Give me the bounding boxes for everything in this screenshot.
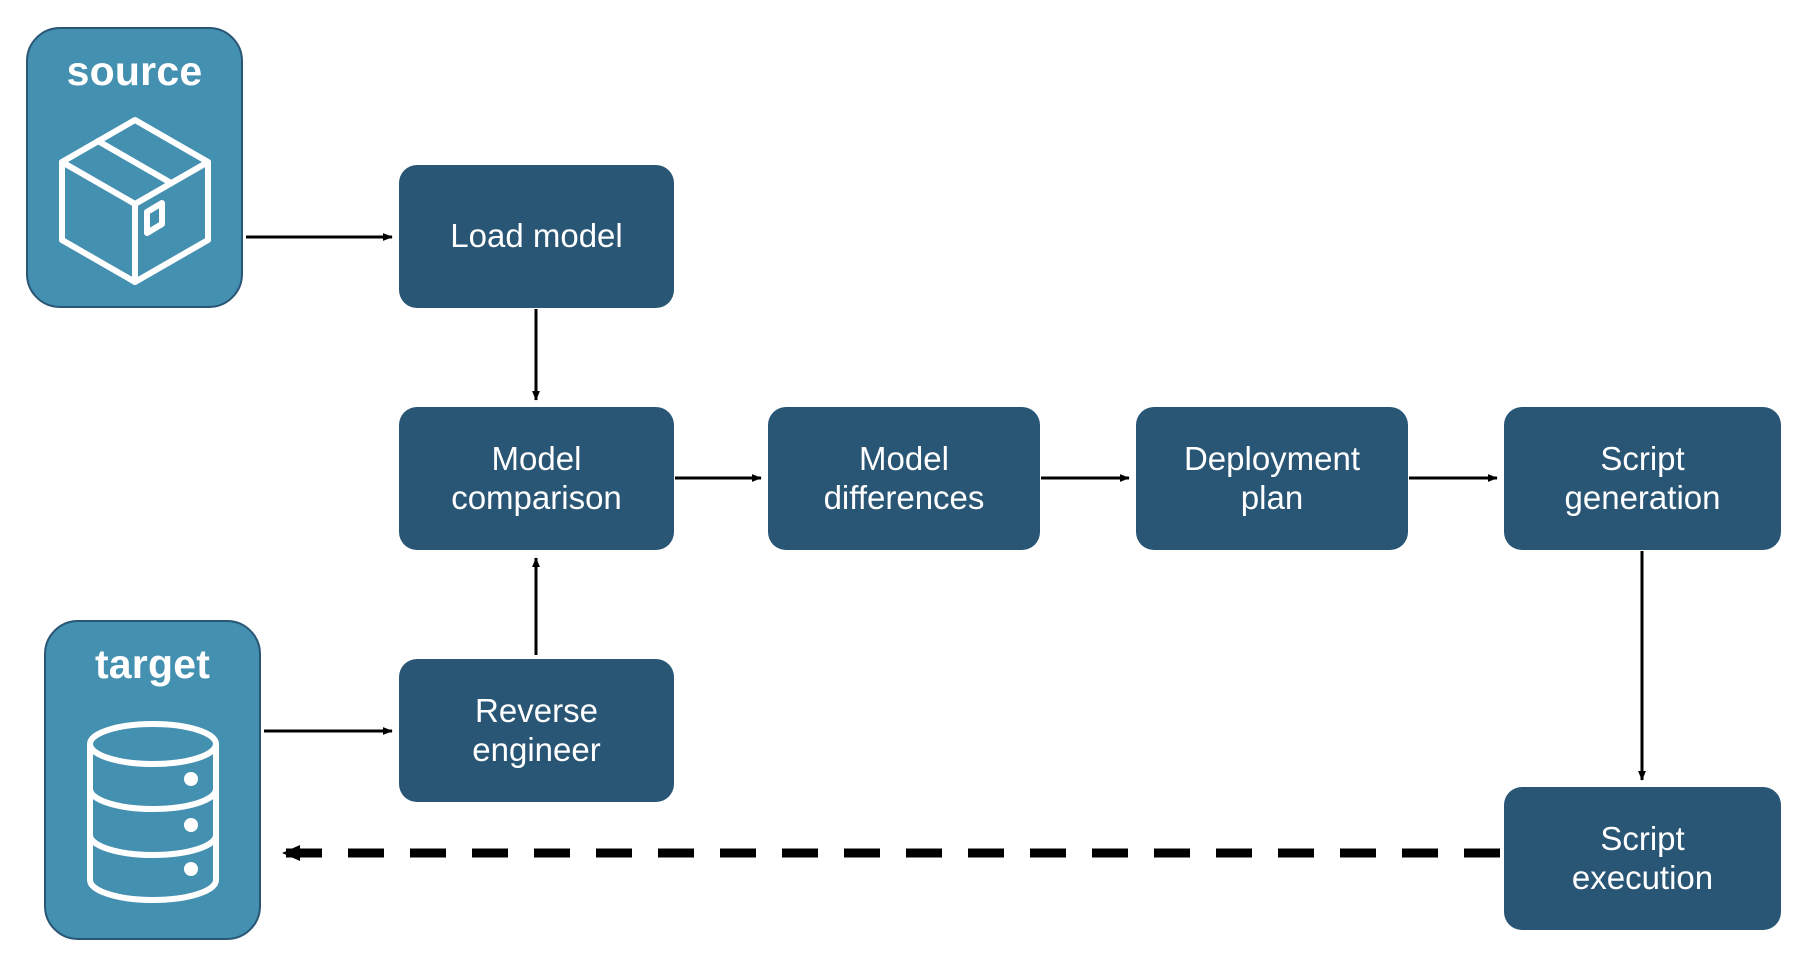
process-reverse-engineer[interactable]: Reverse engineer xyxy=(399,659,674,802)
package-box-icon xyxy=(28,92,241,306)
process-model-comparison[interactable]: Model comparison xyxy=(399,407,674,550)
process-script-generation[interactable]: Script generation xyxy=(1504,407,1781,550)
process-model-differences-line-2: differences xyxy=(823,478,985,516)
process-script-generation-line-1: Script xyxy=(1600,439,1685,477)
process-load-model-line-1: Load model xyxy=(450,217,623,255)
endpoint-source-label: source xyxy=(66,48,203,94)
process-reverse-engineer-line-1: Reverse xyxy=(475,691,598,729)
process-deployment-plan-line-2: plan xyxy=(1240,478,1304,516)
database-cylinder-icon xyxy=(46,685,259,938)
process-deployment-plan-line-1: Deployment xyxy=(1183,439,1361,477)
endpoint-source[interactable]: source xyxy=(26,27,243,308)
endpoint-target-label: target xyxy=(94,641,211,687)
process-reverse-engineer-line-2: engineer xyxy=(472,730,601,768)
process-model-differences-line-1: Model xyxy=(859,439,949,477)
process-deployment-plan[interactable]: Deployment plan xyxy=(1136,407,1408,550)
process-load-model[interactable]: Load model xyxy=(399,165,674,308)
process-model-comparison-line-2: comparison xyxy=(451,478,622,516)
process-model-differences[interactable]: Model differences xyxy=(768,407,1040,550)
process-model-comparison-line-1: Model xyxy=(491,439,582,477)
endpoint-target[interactable]: target xyxy=(44,620,261,940)
process-script-execution-line-2: execution xyxy=(1571,858,1714,896)
process-script-execution-line-1: Script xyxy=(1600,819,1685,857)
process-script-generation-line-2: generation xyxy=(1564,478,1721,516)
process-script-execution[interactable]: Script execution xyxy=(1504,787,1781,930)
